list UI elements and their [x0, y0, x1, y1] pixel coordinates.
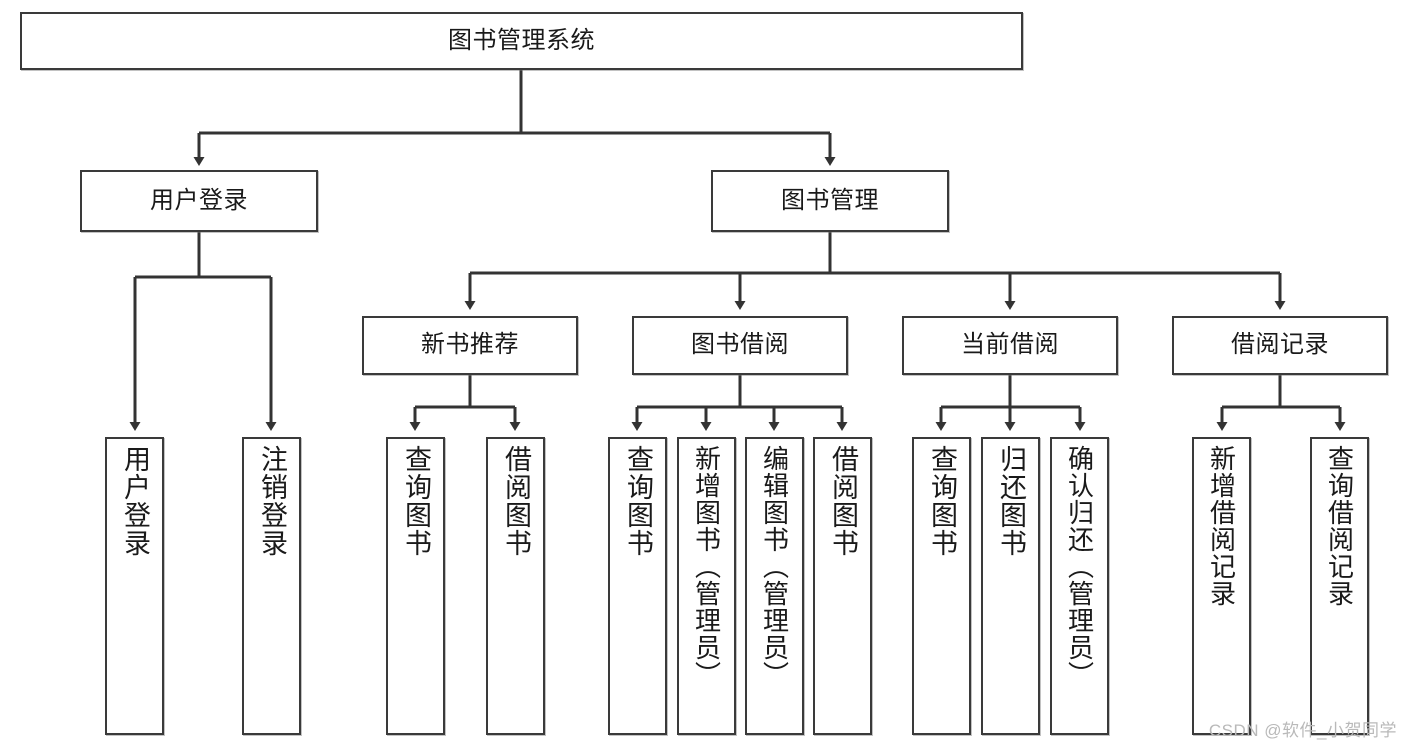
node-current-borrow-label: 当前借阅	[961, 331, 1059, 359]
node-leaf-edit-book-label: 编辑图书（管理员）	[759, 445, 790, 688]
node-leaf-return-book[interactable]: 归还图书	[981, 437, 1040, 735]
node-leaf-query-record[interactable]: 查询借阅记录	[1310, 437, 1369, 735]
node-leaf-borrow-book-2-label: 借阅图书	[828, 445, 858, 557]
node-book-borrow[interactable]: 图书借阅	[632, 316, 848, 375]
node-leaf-borrow-book-1-label: 借阅图书	[501, 445, 531, 557]
node-leaf-add-record-label: 新增借阅记录	[1206, 445, 1237, 607]
node-root[interactable]: 图书管理系统	[20, 12, 1023, 70]
node-leaf-query-book-2-label: 查询图书	[623, 445, 653, 557]
node-leaf-add-book-label: 新增图书（管理员）	[691, 445, 722, 688]
node-leaf-query-book-3-label: 查询图书	[927, 445, 957, 557]
node-leaf-return-book-label: 归还图书	[996, 445, 1026, 557]
node-leaf-add-book[interactable]: 新增图书（管理员）	[677, 437, 736, 735]
node-new-book-rec-label: 新书推荐	[421, 331, 519, 359]
node-leaf-borrow-book-1[interactable]: 借阅图书	[486, 437, 545, 735]
node-book-manage[interactable]: 图书管理	[711, 170, 949, 232]
node-user-login-label: 用户登录	[150, 186, 248, 214]
node-leaf-edit-book[interactable]: 编辑图书（管理员）	[745, 437, 804, 735]
node-borrow-record[interactable]: 借阅记录	[1172, 316, 1388, 375]
node-leaf-user-login-label: 用户登录	[120, 445, 150, 557]
node-book-borrow-label: 图书借阅	[691, 331, 789, 359]
node-new-book-rec[interactable]: 新书推荐	[362, 316, 578, 375]
node-user-login[interactable]: 用户登录	[80, 170, 318, 232]
node-leaf-query-book-2[interactable]: 查询图书	[608, 437, 667, 735]
node-current-borrow[interactable]: 当前借阅	[902, 316, 1118, 375]
node-leaf-query-book-3[interactable]: 查询图书	[912, 437, 971, 735]
node-root-label: 图书管理系统	[448, 26, 595, 54]
node-leaf-logout-label: 注销登录	[257, 445, 287, 557]
csdn-watermark: CSDN @软件_小贺同学	[1208, 721, 1397, 740]
node-leaf-logout[interactable]: 注销登录	[242, 437, 301, 735]
node-leaf-query-book-1[interactable]: 查询图书	[386, 437, 445, 735]
node-leaf-confirm-return-label: 确认归还（管理员）	[1064, 445, 1095, 688]
node-book-manage-label: 图书管理	[781, 186, 879, 214]
node-leaf-user-login[interactable]: 用户登录	[105, 437, 164, 735]
node-borrow-record-label: 借阅记录	[1231, 331, 1329, 359]
node-leaf-query-book-1-label: 查询图书	[401, 445, 431, 557]
node-leaf-confirm-return[interactable]: 确认归还（管理员）	[1050, 437, 1109, 735]
node-leaf-query-record-label: 查询借阅记录	[1324, 445, 1355, 607]
node-leaf-add-record[interactable]: 新增借阅记录	[1192, 437, 1251, 735]
node-leaf-borrow-book-2[interactable]: 借阅图书	[813, 437, 872, 735]
